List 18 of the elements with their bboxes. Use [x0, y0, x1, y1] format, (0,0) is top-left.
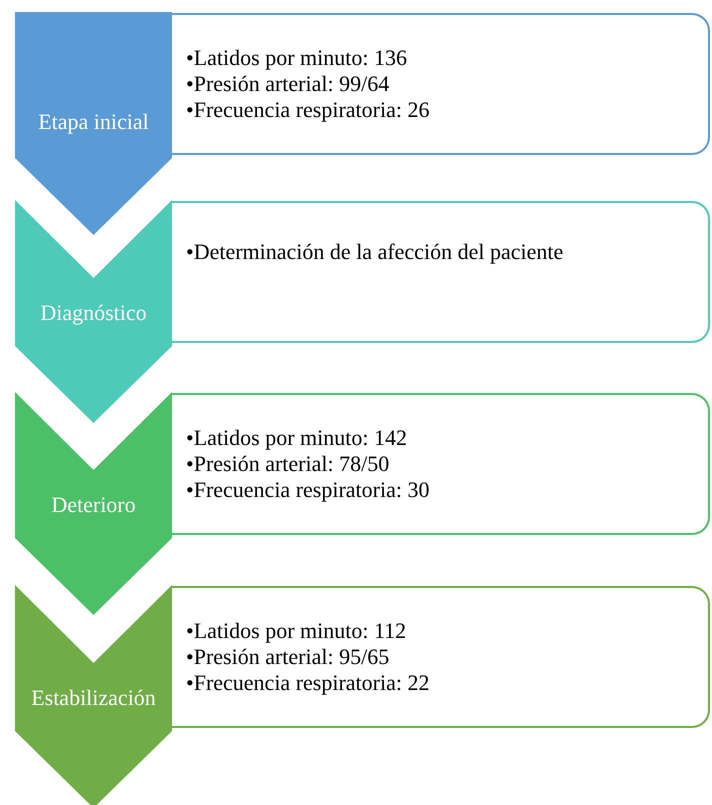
bullet-item: •Presión arterial: 78/50 [186, 451, 390, 477]
bullet-item: •Determinación de la afección del paciente [186, 239, 564, 265]
bullet-item: •Frecuencia respiratoria: 26 [186, 97, 430, 123]
content-card [172, 393, 710, 535]
content-card [172, 586, 710, 728]
content-card [172, 13, 710, 155]
bullet-item: •Latidos por minuto: 112 [186, 618, 408, 644]
bullet-item: •Latidos por minuto: 142 [186, 425, 408, 451]
stage-label: Estabilización [30, 685, 157, 711]
stage-label: Diagnóstico [39, 300, 148, 326]
stage-label: Etapa inicial [37, 109, 150, 135]
stage-label: Deterioro [50, 492, 137, 518]
bullet-item: •Frecuencia respiratoria: 30 [186, 477, 430, 503]
bullet-item: •Presión arterial: 95/65 [186, 644, 390, 670]
bullet-item: •Latidos por minuto: 136 [186, 45, 408, 71]
bullet-item: •Presión arterial: 99/64 [186, 71, 390, 97]
bullet-item: •Frecuencia respiratoria: 22 [186, 670, 430, 696]
content-card [172, 201, 710, 343]
